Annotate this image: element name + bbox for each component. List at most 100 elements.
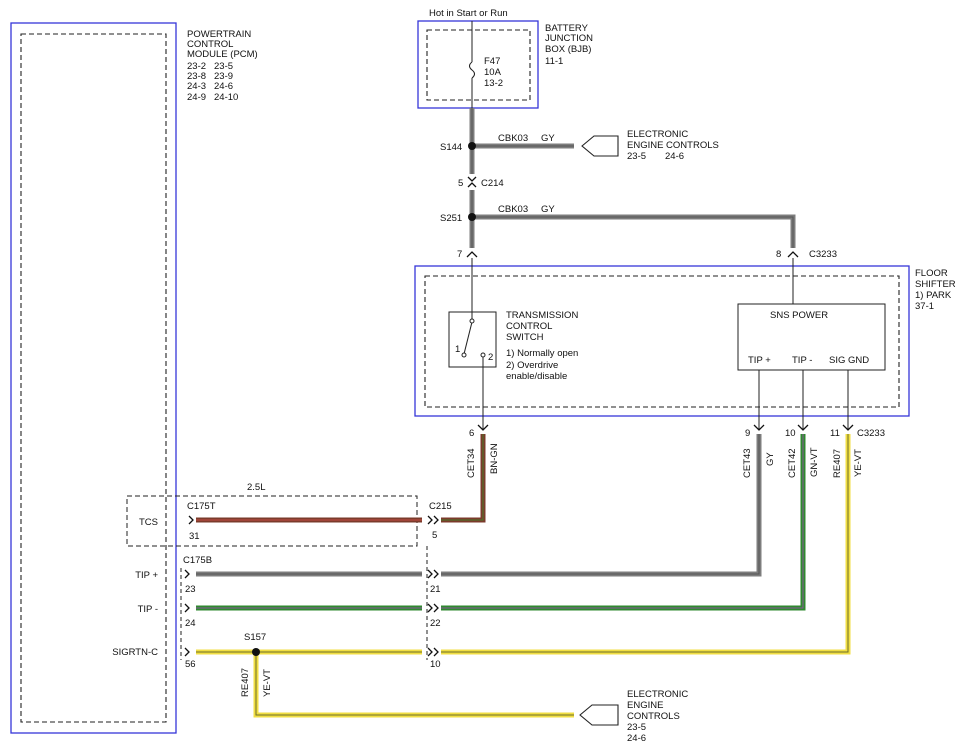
- c3233-pin6-icon: [477, 424, 489, 431]
- circuit-cet43-label: CET43: [742, 448, 753, 478]
- pcm-pin-label-tip-plus: TIP +: [135, 570, 158, 581]
- pcm-title-line: POWERTRAIN: [187, 29, 251, 40]
- switch-pin2-dot: [480, 352, 486, 358]
- c3233-pin-7: 7: [457, 249, 462, 260]
- pcm-pin-23: 23: [185, 584, 196, 595]
- circuit-gy-label: GY: [541, 204, 555, 215]
- c214-pin: 5: [458, 178, 463, 189]
- pcm-border: [10, 22, 177, 734]
- supply-label: Hot in Start or Run: [429, 8, 508, 19]
- eec-top-ref: 23-5: [627, 151, 646, 162]
- circuit-gy-label: GY: [765, 452, 776, 466]
- switch-title-line: SWITCH: [506, 332, 544, 343]
- circuit-re407-label: RE407: [240, 668, 251, 697]
- pcm-pin-label-tcs: TCS: [139, 517, 158, 528]
- c215-pin-21: 21: [430, 584, 441, 595]
- floor-shifter-title-line: FLOOR: [915, 268, 948, 279]
- fuse-rating: 10A: [484, 67, 502, 78]
- floor-shifter-border: [414, 265, 910, 417]
- sns-pin-tip-minus: TIP -: [792, 355, 812, 366]
- bjb-inner-dashed: [426, 29, 531, 101]
- splice-s251: [468, 213, 476, 221]
- eec-connector-icon-top: [581, 135, 619, 157]
- switch-pin-2: 2: [488, 352, 493, 363]
- circuit-cet42-label: CET42: [787, 448, 798, 478]
- eec-bottom-line: ENGINE: [627, 700, 663, 711]
- pcm-ref: 24-6: [214, 81, 233, 92]
- c3233-pin-6: 6: [469, 428, 474, 439]
- wire-cet34-bn-gn: [196, 434, 486, 523]
- engine-size-label: 2.5L: [247, 482, 266, 493]
- pcm-pin-56: 56: [185, 659, 196, 670]
- eec-bottom-line: ELECTRONIC: [627, 689, 688, 700]
- bjb-title-line: BATTERY: [545, 23, 589, 34]
- splice-s144-label: S144: [440, 142, 462, 153]
- fuse-ref: 13-2: [484, 78, 503, 89]
- pcm-pin-label-tip-minus: TIP -: [138, 604, 158, 615]
- pcm-pin-24: 24: [185, 618, 196, 629]
- switch-note: enable/disable: [506, 371, 567, 382]
- splice-s157-label: S157: [244, 632, 266, 643]
- wire-cet42-gn-vt: [196, 434, 806, 611]
- c214-label: C214: [481, 178, 504, 189]
- circuit-cbk03-label: CBK03: [498, 133, 528, 144]
- c3233-pin10-icon: [797, 424, 809, 431]
- pcm-inner-dashed: [20, 33, 167, 723]
- c3233-pin-11: 11: [830, 428, 840, 439]
- splice-s251-label: S251: [440, 213, 462, 224]
- c3233-pin-10: 10: [785, 428, 796, 439]
- sns-power-label: SNS POWER: [770, 310, 828, 321]
- pcm-ref: 23-2: [187, 61, 206, 72]
- c3233-pin11-icon: [842, 424, 854, 431]
- floor-shifter-title-line: 1) PARK: [915, 290, 952, 301]
- fuse-name: F47: [484, 56, 500, 67]
- pcm-pin-31: 31: [189, 531, 200, 542]
- pcm-pin-label-sigrtn: SIGRTN-C: [112, 647, 158, 658]
- switch-note: 2) Overdrive: [506, 360, 558, 371]
- c3233-pin7-icon: [466, 251, 478, 258]
- pcm-ref: 23-8: [187, 71, 206, 82]
- switch-note: 1) Normally open: [506, 348, 578, 359]
- c3233-top-label: C3233: [809, 249, 837, 260]
- c175t-label: C175T: [187, 501, 216, 512]
- circuit-cet34-label: CET34: [466, 448, 477, 478]
- c215-pin-22: 22: [430, 618, 441, 629]
- pcm-ref: 23-5: [214, 61, 233, 72]
- c3233-bottom-label: C3233: [857, 428, 885, 439]
- switch-top-dot: [469, 318, 475, 324]
- c3233-pin-8: 8: [776, 249, 781, 260]
- floor-shifter-title-line: SHIFTER: [915, 279, 956, 290]
- eec-connector-icon-bottom: [579, 704, 619, 726]
- eec-bottom-ref: 23-5: [627, 722, 646, 733]
- bjb-ref: 11-1: [545, 56, 563, 67]
- c3233-pin-9: 9: [745, 428, 750, 439]
- c215-pin-glyphs: [427, 515, 439, 657]
- circuit-ye-vt-label: YE-VT: [262, 669, 273, 697]
- c3233-pin8-icon: [787, 251, 799, 258]
- circuit-cbk03-label: CBK03: [498, 204, 528, 215]
- bjb-title-line: BOX (BJB): [545, 44, 591, 55]
- switch-contact: [463, 321, 473, 355]
- c215-pin-5: 5: [432, 530, 437, 541]
- c215-pin-10: 10: [430, 659, 441, 670]
- wire-re407-ye-vt: [196, 434, 851, 718]
- switch-title-line: TRANSMISSION: [506, 310, 578, 321]
- switch-title-line: CONTROL: [506, 321, 552, 332]
- wire-cet43-gy: [196, 434, 762, 577]
- switch-pin-1: 1: [455, 344, 460, 355]
- transmission-control-switch: [448, 311, 497, 368]
- circuit-gy-label: GY: [541, 133, 555, 144]
- sns-pin-tip-plus: TIP +: [748, 355, 771, 366]
- eec-top-line: ELECTRONIC: [627, 129, 688, 140]
- eec-bottom-line: CONTROLS: [627, 711, 680, 722]
- circuit-gn-vt-label: GN-VT: [809, 447, 820, 477]
- pcm-module: [10, 22, 177, 734]
- pcm-ref: 23-9: [214, 71, 233, 82]
- pcm-ref: 24-3: [187, 81, 206, 92]
- switch-pin1-dot: [461, 352, 467, 358]
- floor-shifter-inner-dashed: [424, 275, 900, 408]
- splice-s144: [468, 142, 476, 150]
- pcm-title-line: CONTROL: [187, 39, 233, 50]
- eec-top-line: ENGINE CONTROLS: [627, 140, 719, 151]
